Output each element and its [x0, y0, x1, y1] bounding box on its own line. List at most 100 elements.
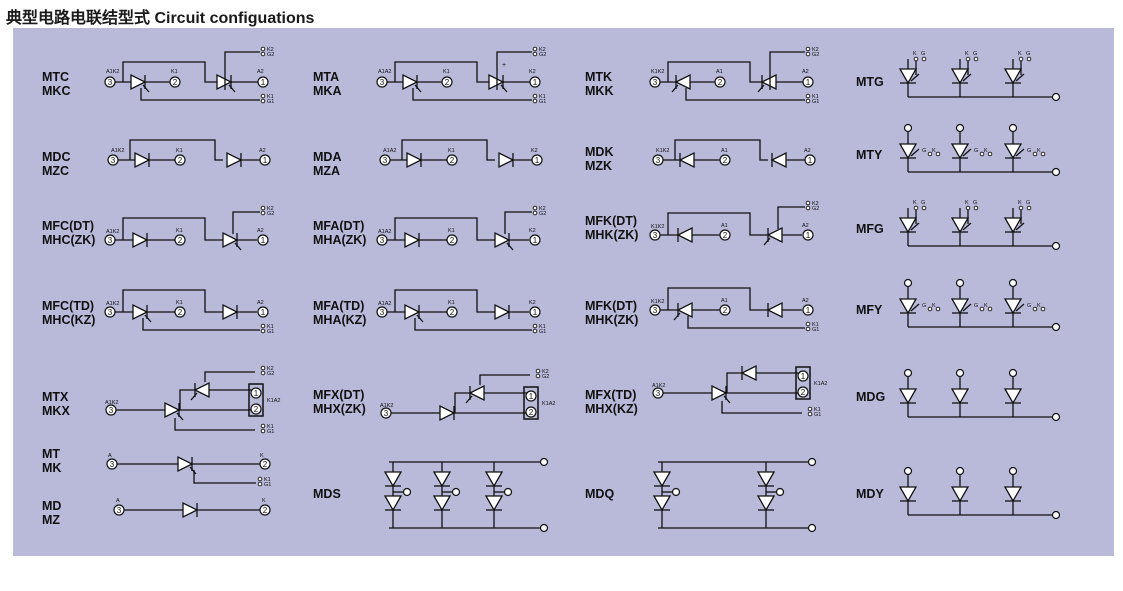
diode [383, 495, 403, 512]
pin-label: G2 [812, 206, 819, 212]
wire [142, 318, 260, 331]
thyristor [1003, 143, 1023, 160]
terminal-number: 3 [380, 236, 385, 245]
open-terminal [955, 368, 965, 378]
pin-label: K1A2 [542, 401, 555, 407]
terminal-number: 2 [445, 78, 450, 87]
open-terminal [1008, 278, 1018, 288]
terminal-2 [174, 154, 186, 166]
terminal-1 [531, 154, 543, 166]
open-terminal [903, 123, 913, 133]
diode [950, 388, 970, 405]
pin-label: A1 [721, 148, 728, 154]
gate-pin [260, 46, 266, 52]
wire [687, 316, 805, 329]
pin-label: K [965, 51, 969, 57]
wire [500, 84, 508, 93]
wire [504, 211, 532, 234]
terminal-number: 1 [261, 236, 266, 245]
thyristor [760, 73, 777, 91]
open-terminal [775, 487, 785, 497]
pin-label: G [922, 148, 926, 154]
pin-label: G [974, 148, 978, 154]
wire [671, 84, 679, 93]
gate-pin [257, 481, 263, 487]
pin-label: K1K2 [656, 148, 669, 154]
terminal-2 [174, 306, 186, 318]
pin-label: G2 [267, 211, 274, 217]
terminal-number: 1 [808, 156, 813, 165]
terminal-number: 3 [108, 236, 113, 245]
thyristor [766, 226, 783, 244]
wire [1015, 303, 1025, 312]
pin-label: K [1037, 303, 1041, 309]
pin-label: G1 [539, 99, 546, 105]
open-terminal [1051, 241, 1061, 251]
pin-label: K2 [812, 201, 819, 207]
terminal-1 [804, 154, 816, 166]
wire [176, 412, 184, 421]
wire [190, 392, 198, 401]
pin-label: G [1027, 303, 1031, 309]
pin-label: G2 [539, 211, 546, 217]
thyristor [1003, 68, 1023, 85]
wire [122, 217, 223, 241]
pin-label: A1 [721, 298, 728, 304]
pin-label: K [932, 148, 936, 154]
pin-label: G2 [267, 371, 274, 377]
wire [142, 84, 150, 93]
diode [678, 151, 695, 169]
terminal-1 [525, 390, 537, 402]
gate-pin [260, 210, 266, 216]
terminal-number: 1 [806, 306, 811, 315]
gate-pin [535, 373, 541, 379]
gate-pin [935, 151, 941, 157]
pin-label: G1 [267, 429, 274, 435]
open-terminal [955, 123, 965, 133]
pin-label: A [108, 453, 112, 459]
pin-label: K [913, 51, 917, 57]
diode [898, 388, 918, 405]
pin-label: G1 [267, 99, 274, 105]
wire [144, 314, 152, 323]
terminal-number: 3 [383, 156, 388, 165]
pin-label: A1K2 [105, 400, 118, 406]
wire [401, 139, 495, 161]
terminal-number: 1 [533, 78, 538, 87]
pin-label: + [502, 62, 506, 69]
terminal-2 [250, 403, 262, 415]
wire [1015, 148, 1025, 157]
pin-label: K1 [448, 228, 455, 234]
diode [1003, 486, 1023, 503]
open-terminal [402, 487, 412, 497]
diode [432, 495, 452, 512]
gate-pin [260, 205, 266, 211]
pin-label: K2 [542, 369, 549, 375]
wire [232, 211, 260, 234]
terminal-2 [797, 386, 809, 398]
diagram-panel [13, 28, 1114, 556]
terminal-number: 1 [254, 389, 259, 398]
pin-label: K2 [529, 69, 536, 75]
open-terminal [1008, 368, 1018, 378]
terminal-number: 3 [653, 231, 658, 240]
terminal-number: 3 [110, 460, 115, 469]
pin-label: A2 [257, 69, 264, 75]
gate-pin [805, 46, 811, 52]
terminal-number: 1 [529, 392, 534, 401]
terminal-1 [802, 229, 814, 241]
open-terminal [1051, 412, 1061, 422]
gate-pin [1040, 151, 1046, 157]
diode [652, 495, 672, 512]
terminal-1 [529, 234, 541, 246]
pin-label: G1 [812, 327, 819, 333]
pin-label: K1A2 [267, 398, 280, 404]
pin-label: K2 [539, 206, 546, 212]
label-mfk-dt: MFK(DT)MHK(ZK) [585, 214, 639, 242]
terminal-number: 2 [450, 236, 455, 245]
thyristor [130, 73, 147, 91]
diode [770, 151, 787, 169]
pin-label: A1A2 [378, 229, 391, 235]
pin-label: A1A2 [378, 301, 391, 307]
open-terminal [1008, 466, 1018, 476]
